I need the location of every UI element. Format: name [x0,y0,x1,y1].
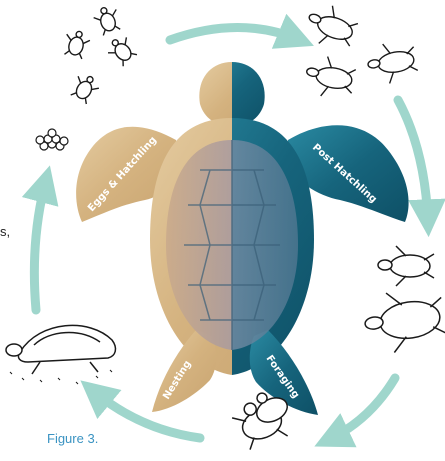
foraging-turtles [361,246,445,356]
turtle-shell [166,140,298,350]
post-hatchling-turtles [302,0,419,101]
arrow-bottom-right [328,378,395,440]
stray-text: s, [0,224,10,239]
nesting-turtle [6,325,115,384]
arrow-top [170,28,300,41]
arrow-left [34,180,46,310]
egg-clutch [36,129,68,150]
figure-caption: Figure 3. [47,431,98,446]
hatchling-turtles [62,4,140,106]
